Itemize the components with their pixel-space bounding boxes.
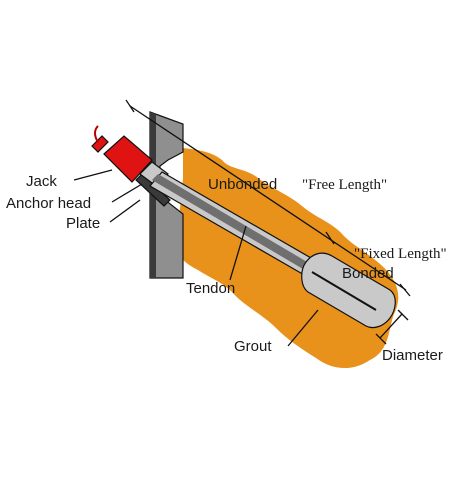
fixed-length-tick-end <box>399 283 411 297</box>
label-anchor-head: Anchor head <box>6 195 91 212</box>
label-bonded: Bonded <box>342 265 394 282</box>
diameter-dimension-line <box>379 313 403 339</box>
label-tendon: Tendon <box>186 280 235 297</box>
tendon-leader <box>229 225 247 281</box>
jack-fitting <box>91 135 109 153</box>
bearing-plate <box>135 173 171 207</box>
grout-bond-zone <box>301 252 396 329</box>
diameter-tick-b <box>397 309 409 321</box>
anchor-head-leader <box>111 183 143 203</box>
label-fixed-length: "Fixed Length" <box>354 246 447 262</box>
grout-leader <box>287 309 319 347</box>
label-diameter: Diameter <box>382 347 443 364</box>
jack-hose <box>94 125 99 143</box>
plate-leader <box>109 199 141 223</box>
label-grout: Grout <box>234 338 272 355</box>
tendon-bonded <box>311 271 377 311</box>
label-plate: Plate <box>66 215 100 232</box>
free-length-tick-start <box>125 99 135 113</box>
label-free-length: "Free Length" <box>302 177 387 193</box>
jack-leader <box>73 169 113 181</box>
label-jack: Jack <box>26 173 57 190</box>
fixed-length-tick-start <box>325 231 335 245</box>
label-unbonded: Unbonded <box>208 176 277 193</box>
free-length-dimension-line <box>129 105 407 291</box>
tendon-free-length <box>152 174 314 272</box>
jack <box>103 135 153 183</box>
diameter-tick-a <box>375 333 387 345</box>
